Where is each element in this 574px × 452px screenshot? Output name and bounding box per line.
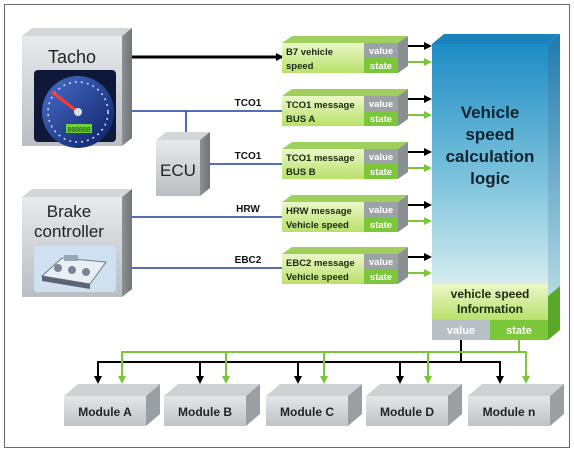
message-state-label: state [370,272,392,283]
message-line1: TCO1 message [286,153,355,164]
state-cell [364,58,398,73]
message-line2: Vehicle speed [286,272,349,283]
brake-controller-image [34,246,116,292]
info-state-cell [490,320,548,340]
info-value-label: value [447,325,475,337]
state-cell [364,164,398,179]
message-value-label: value [369,152,393,163]
message-line1: TCO1 message [286,100,355,111]
info-value-cell [432,320,490,340]
message-value-label: value [369,205,393,216]
bus-label-tco1-a: TCO1 [235,98,262,109]
message-state-label: state [370,114,392,125]
state-cell [364,217,398,232]
module-box-1: Module B [164,384,260,426]
info-line1: vehicle speed [451,287,530,301]
brake-label-line1: Brake [47,202,91,221]
module-boxes: Module A Module B Module C Module D Module n [64,384,564,426]
bus-label-ebc2: EBC2 [235,255,262,266]
distribution-lines [94,340,530,384]
brake-label-line2: controller [34,222,104,241]
module-label: Module B [178,405,232,419]
module-label: Module A [78,405,132,419]
ecu-box: ECU [156,132,210,196]
state-cell [364,111,398,126]
message-state-label: state [370,167,392,178]
message-state-label: state [370,61,392,72]
speed-information-block: vehicle speed Information value state [432,284,560,340]
value-cell [364,43,398,58]
message-line2: speed [286,61,314,72]
message-line2: BUS B [286,167,316,178]
module-label: Module C [280,405,334,419]
message-value-label: value [369,257,393,268]
ecu-label: ECU [160,161,196,180]
logic-title-line2: speed [465,125,514,144]
message-line1: B7 vehicle [286,47,333,58]
value-cell [364,202,398,217]
speedometer-image: 888888 [34,70,116,148]
message-value-label: value [369,99,393,110]
message-line2: Vehicle speed [286,220,349,231]
bus-label-tco1-b: TCO1 [235,151,262,162]
state-cell [364,269,398,284]
logic-title-line4: logic [470,169,510,188]
message-line1: EBC2 message [286,258,355,269]
message-line1: HRW message [286,206,352,217]
module-box-4: Module n [468,384,564,426]
message-value-label: value [369,46,393,57]
bus-label-hrw: HRW [236,204,260,215]
tacho-box: Tacho 888888 [22,28,132,148]
module-label: Module D [380,405,434,419]
logic-title-line1: Vehicle [461,103,520,122]
module-box-3: Module D [366,384,462,426]
tacho-label: Tacho [48,47,96,67]
value-cell [364,254,398,269]
logic-block: Vehicle speed calculation logic [432,34,560,296]
message-box-0: B7 vehicle speed value state [282,36,432,73]
module-label: Module n [483,405,536,419]
info-line2: Information [457,302,523,316]
message-line2: BUS A [286,114,315,125]
brake-controller-box: Brake controller [22,189,132,297]
module-box-0: Module A [64,384,160,426]
tacho-display: 888888 [67,127,90,134]
value-cell [364,96,398,111]
module-box-2: Module C [266,384,362,426]
value-cell [364,149,398,164]
info-state-label: state [506,325,532,337]
message-state-label: state [370,220,392,231]
logic-title-line3: calculation [446,147,535,166]
source-connections: TCO1 TCO1 HRW EBC2 [132,53,284,269]
